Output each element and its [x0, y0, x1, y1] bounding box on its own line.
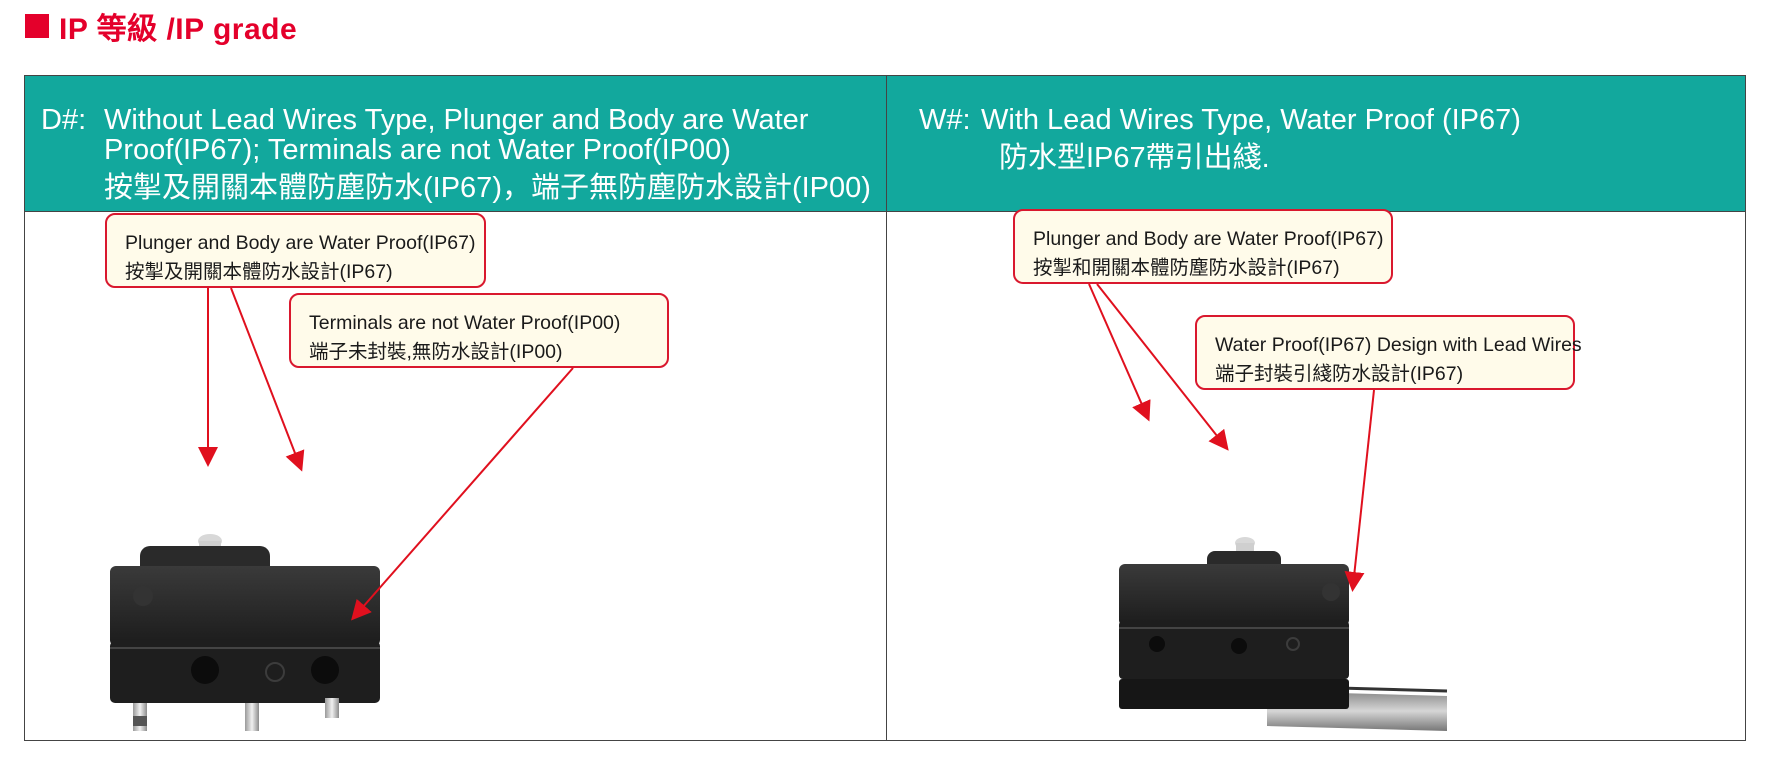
switch-w-illustration	[1119, 537, 1448, 731]
callout-w-body-waterproof: Plunger and Body are Water Proof(IP67) 按…	[1013, 209, 1393, 284]
callout-d-body-waterproof-en: Plunger and Body are Water Proof(IP67)	[125, 232, 476, 254]
callout-w-body-waterproof-en: Plunger and Body are Water Proof(IP67)	[1033, 228, 1384, 250]
section-title: IP 等級 /IP grade	[25, 8, 297, 46]
callout-w-lead-wires-en: Water Proof(IP67) Design with Lead Wires	[1215, 334, 1582, 356]
panel-d-header: D#: Without Lead Wires Type, Plunger and…	[25, 76, 886, 212]
panel-w-type: W#: With Lead Wires Type, Water Proof (I…	[886, 75, 1746, 741]
callout-d-terminals-en: Terminals are not Water Proof(IP00)	[309, 312, 621, 334]
section-title-text: IP 等級 /IP grade	[59, 13, 298, 46]
panel-d-desc-line-2: Proof(IP67); Terminals are not Water Pro…	[104, 134, 731, 166]
callout-d-body-waterproof-zh: 按掣及開關本體防水設計(IP67)	[125, 261, 393, 283]
panel-w-desc-line-2: 防水型IP67帶引出綫.	[999, 142, 1270, 174]
callout-d-terminals: Terminals are not Water Proof(IP00) 端子未封…	[289, 293, 669, 368]
callout-w-lead-wires: Water Proof(IP67) Design with Lead Wires…	[1195, 315, 1582, 390]
title-marker-square	[25, 14, 49, 38]
panel-d-code: D#:	[41, 104, 87, 136]
callout-d-terminals-zh: 端子未封裝,無防水設計(IP00)	[309, 341, 563, 363]
panel-d-desc-line-3: 按掣及開關本體防塵防水(IP67)，端子無防塵防水設計(IP00)	[104, 172, 871, 204]
panel-w-code: W#:	[919, 104, 971, 136]
callout-w-lead-wires-zh: 端子封裝引綫防水設計(IP67)	[1215, 363, 1464, 385]
panel-d-type: D#: Without Lead Wires Type, Plunger and…	[24, 75, 887, 741]
callout-w-body-waterproof-zh: 按掣和開關本體防塵防水設計(IP67)	[1033, 257, 1340, 279]
panel-d-desc-line-1: Without Lead Wires Type, Plunger and Bod…	[104, 104, 809, 136]
callout-d-body-waterproof: Plunger and Body are Water Proof(IP67) 按…	[105, 213, 486, 288]
switch-d-illustration	[110, 534, 380, 731]
panel-w-desc-line-1: With Lead Wires Type, Water Proof (IP67)	[981, 104, 1521, 136]
